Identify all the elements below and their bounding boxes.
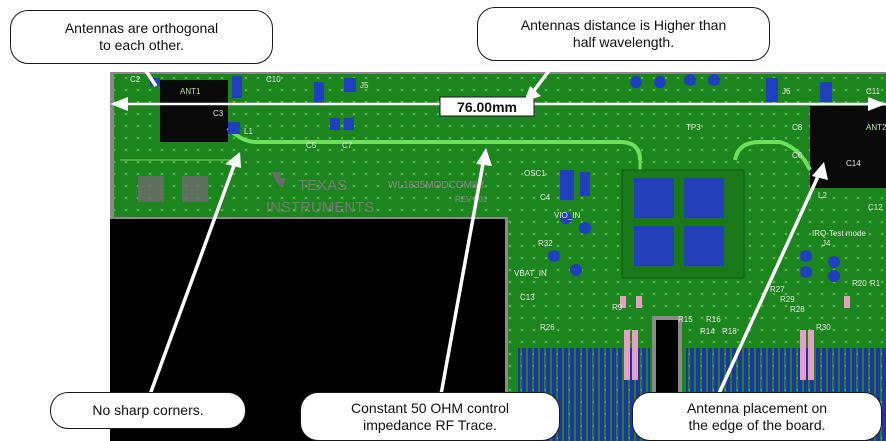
designator-j5: J5 (360, 81, 369, 90)
arrow-left-icon (110, 97, 128, 111)
designator-l2: L2 (818, 191, 827, 200)
designator-c12: C12 (868, 203, 883, 212)
designator-c14: C14 (846, 159, 861, 168)
designator-r14: R14 (700, 327, 715, 336)
designator-r26: R26 (540, 323, 555, 332)
designator-c5: C5 (306, 141, 317, 150)
callout-distance-line1: Antennas distance is Higher than (520, 17, 727, 33)
antenna-1-area (160, 80, 228, 142)
designator-c7: C7 (342, 141, 353, 150)
callout-placement: Antenna placement on the edge of the boa… (632, 392, 882, 441)
designator-r32: R32 (538, 239, 553, 248)
revision: REV-001 (455, 195, 488, 204)
dimension-line: 76.00mm (110, 96, 886, 117)
ti-logo-line2: INSTRUMENTS (266, 199, 374, 216)
cert-mark-1 (138, 176, 164, 202)
callout-pointers (140, 54, 828, 401)
designator-l1: L1 (244, 127, 253, 136)
callout-corners: No sharp corners. (50, 392, 246, 429)
designator-r29: R29 (780, 295, 795, 304)
designator-c13: C13 (520, 293, 535, 302)
designator-r27: R27 (770, 285, 785, 294)
callout-orthogonal: Antennas are orthogonal to each other. (10, 10, 273, 64)
designator-c11: C11 (866, 87, 881, 96)
callout-placement-line1: Antenna placement on (686, 399, 828, 416)
designator-j6: J6 (782, 87, 791, 96)
designator-r30: R30 (816, 323, 831, 332)
designator-r15: R15 (678, 315, 693, 324)
callout-orthogonal-line1: Antennas are orthogonal (64, 20, 219, 36)
designator-r18: R18 (722, 327, 737, 336)
callout-impedance: Constant 50 OHM control impedance RF Tra… (300, 392, 560, 441)
designator-r9: R9 (612, 303, 623, 312)
callout-impedance-line1: Constant 50 OHM control (351, 399, 509, 416)
designator-r1: R1 (870, 279, 881, 288)
part-number: WL1835MODCOM8B (388, 180, 484, 191)
designator-c8: C8 (792, 123, 803, 132)
ti-logo-line1: TEXAS (298, 177, 347, 194)
designator-r20: R20 (852, 279, 867, 288)
designator-c2: C2 (130, 75, 141, 84)
designator-r28: R28 (790, 305, 805, 314)
rf-trace-1 (226, 126, 642, 161)
designator-vio-in: VIO_IN (554, 211, 580, 220)
designator-tp3: TP3 (686, 123, 701, 132)
callout-distance: Antennas distance is Higher than half wa… (477, 7, 770, 61)
callout-impedance-line2: impedance RF Trace. (363, 416, 497, 433)
designator-vbat-in: VBAT_IN (514, 269, 547, 278)
designator-c4: C4 (540, 193, 551, 202)
designator-r16: R16 (706, 315, 721, 324)
callout-placement-line2: the edge of the board. (688, 416, 826, 433)
arrow-right-icon (868, 97, 886, 111)
dimension-label: 76.00mm (457, 99, 517, 115)
designator-c10: C10 (266, 75, 281, 84)
designator-j4: J4 (822, 239, 831, 248)
rf-trace-2 (733, 140, 812, 171)
designator-c3: C3 (213, 109, 224, 118)
designator-ant1: ANT1 (180, 87, 201, 96)
designator-irq-test: IRQ-Test mode (812, 229, 866, 238)
callout-distance-line2: half wavelength. (572, 34, 675, 50)
designator-ant2: ANT2 (866, 123, 886, 132)
ti-logo-icon (272, 172, 286, 188)
designator-osc1: OSC1 (524, 169, 546, 178)
callout-corners-line1: No sharp corners. (92, 402, 204, 418)
callout-orthogonal-line2: to each other. (99, 37, 184, 53)
designator-c6: C6 (792, 151, 803, 160)
cert-mark-2 (182, 176, 208, 202)
